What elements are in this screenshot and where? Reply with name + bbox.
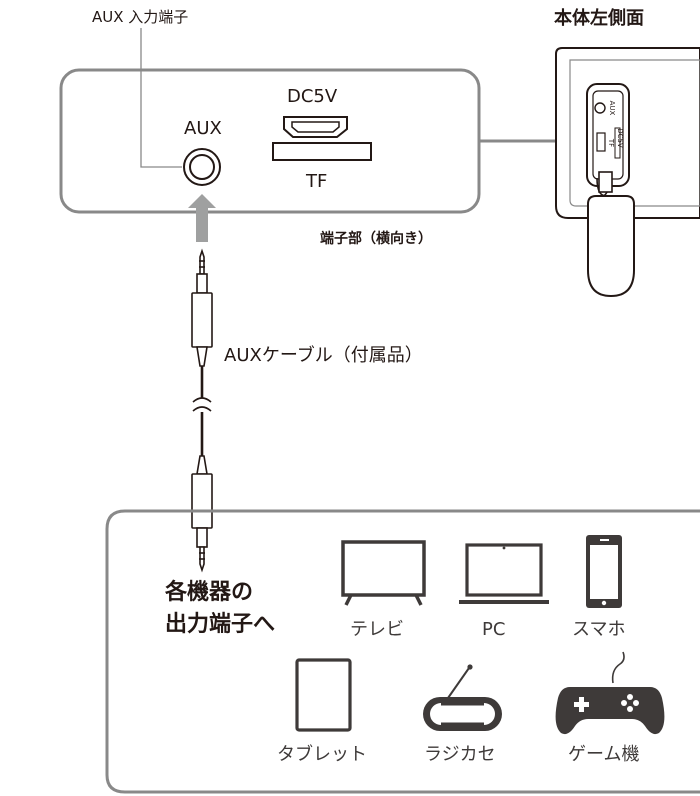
device-label-smartphone: スマホ (572, 619, 626, 640)
side-aux-label: AUX (608, 101, 616, 116)
side-dc-label: DC5V (616, 128, 624, 148)
dc5v-label: DC5V (287, 86, 338, 107)
left-side-label: 本体左側面 (554, 8, 644, 29)
speaker-side-view: AUX DC5V TF (555, 47, 700, 298)
aux-jack (183, 148, 221, 186)
output-heading-line1: 各機器の (165, 580, 254, 605)
device-label-radio-cassette: ラジカセ (424, 744, 496, 765)
aux-input-terminal-label: AUX 入力端子 (92, 8, 189, 26)
devices-panel (105, 509, 700, 794)
laptop-icon (459, 543, 549, 604)
dc5v-port (283, 116, 348, 138)
smartphone-icon (586, 535, 622, 608)
tv-icon (341, 540, 426, 606)
aux-label: AUX (184, 118, 222, 139)
device-label-tv: テレビ (350, 619, 404, 640)
terminal-panel (59, 68, 481, 214)
device-label-game-console: ゲーム機 (568, 744, 640, 765)
aux-label-leader-line (140, 28, 182, 168)
aux-cable-label: AUXケーブル（付属品） (224, 345, 423, 366)
tf-card-slot (272, 142, 372, 161)
game-controller-icon (555, 651, 665, 735)
output-heading-line2: 出力端子へ (165, 612, 276, 637)
device-label-pc: PC (482, 619, 506, 640)
radio-cassette-icon (423, 664, 502, 731)
aux-cable (191, 248, 213, 573)
tablet-icon (295, 658, 352, 732)
device-label-tablet: タブレット (277, 744, 367, 765)
side-tf-label: TF (607, 138, 615, 147)
insert-arrow (188, 194, 216, 242)
tf-label: TF (306, 171, 328, 192)
terminal-section-label: 端子部（横向き） (320, 231, 432, 247)
